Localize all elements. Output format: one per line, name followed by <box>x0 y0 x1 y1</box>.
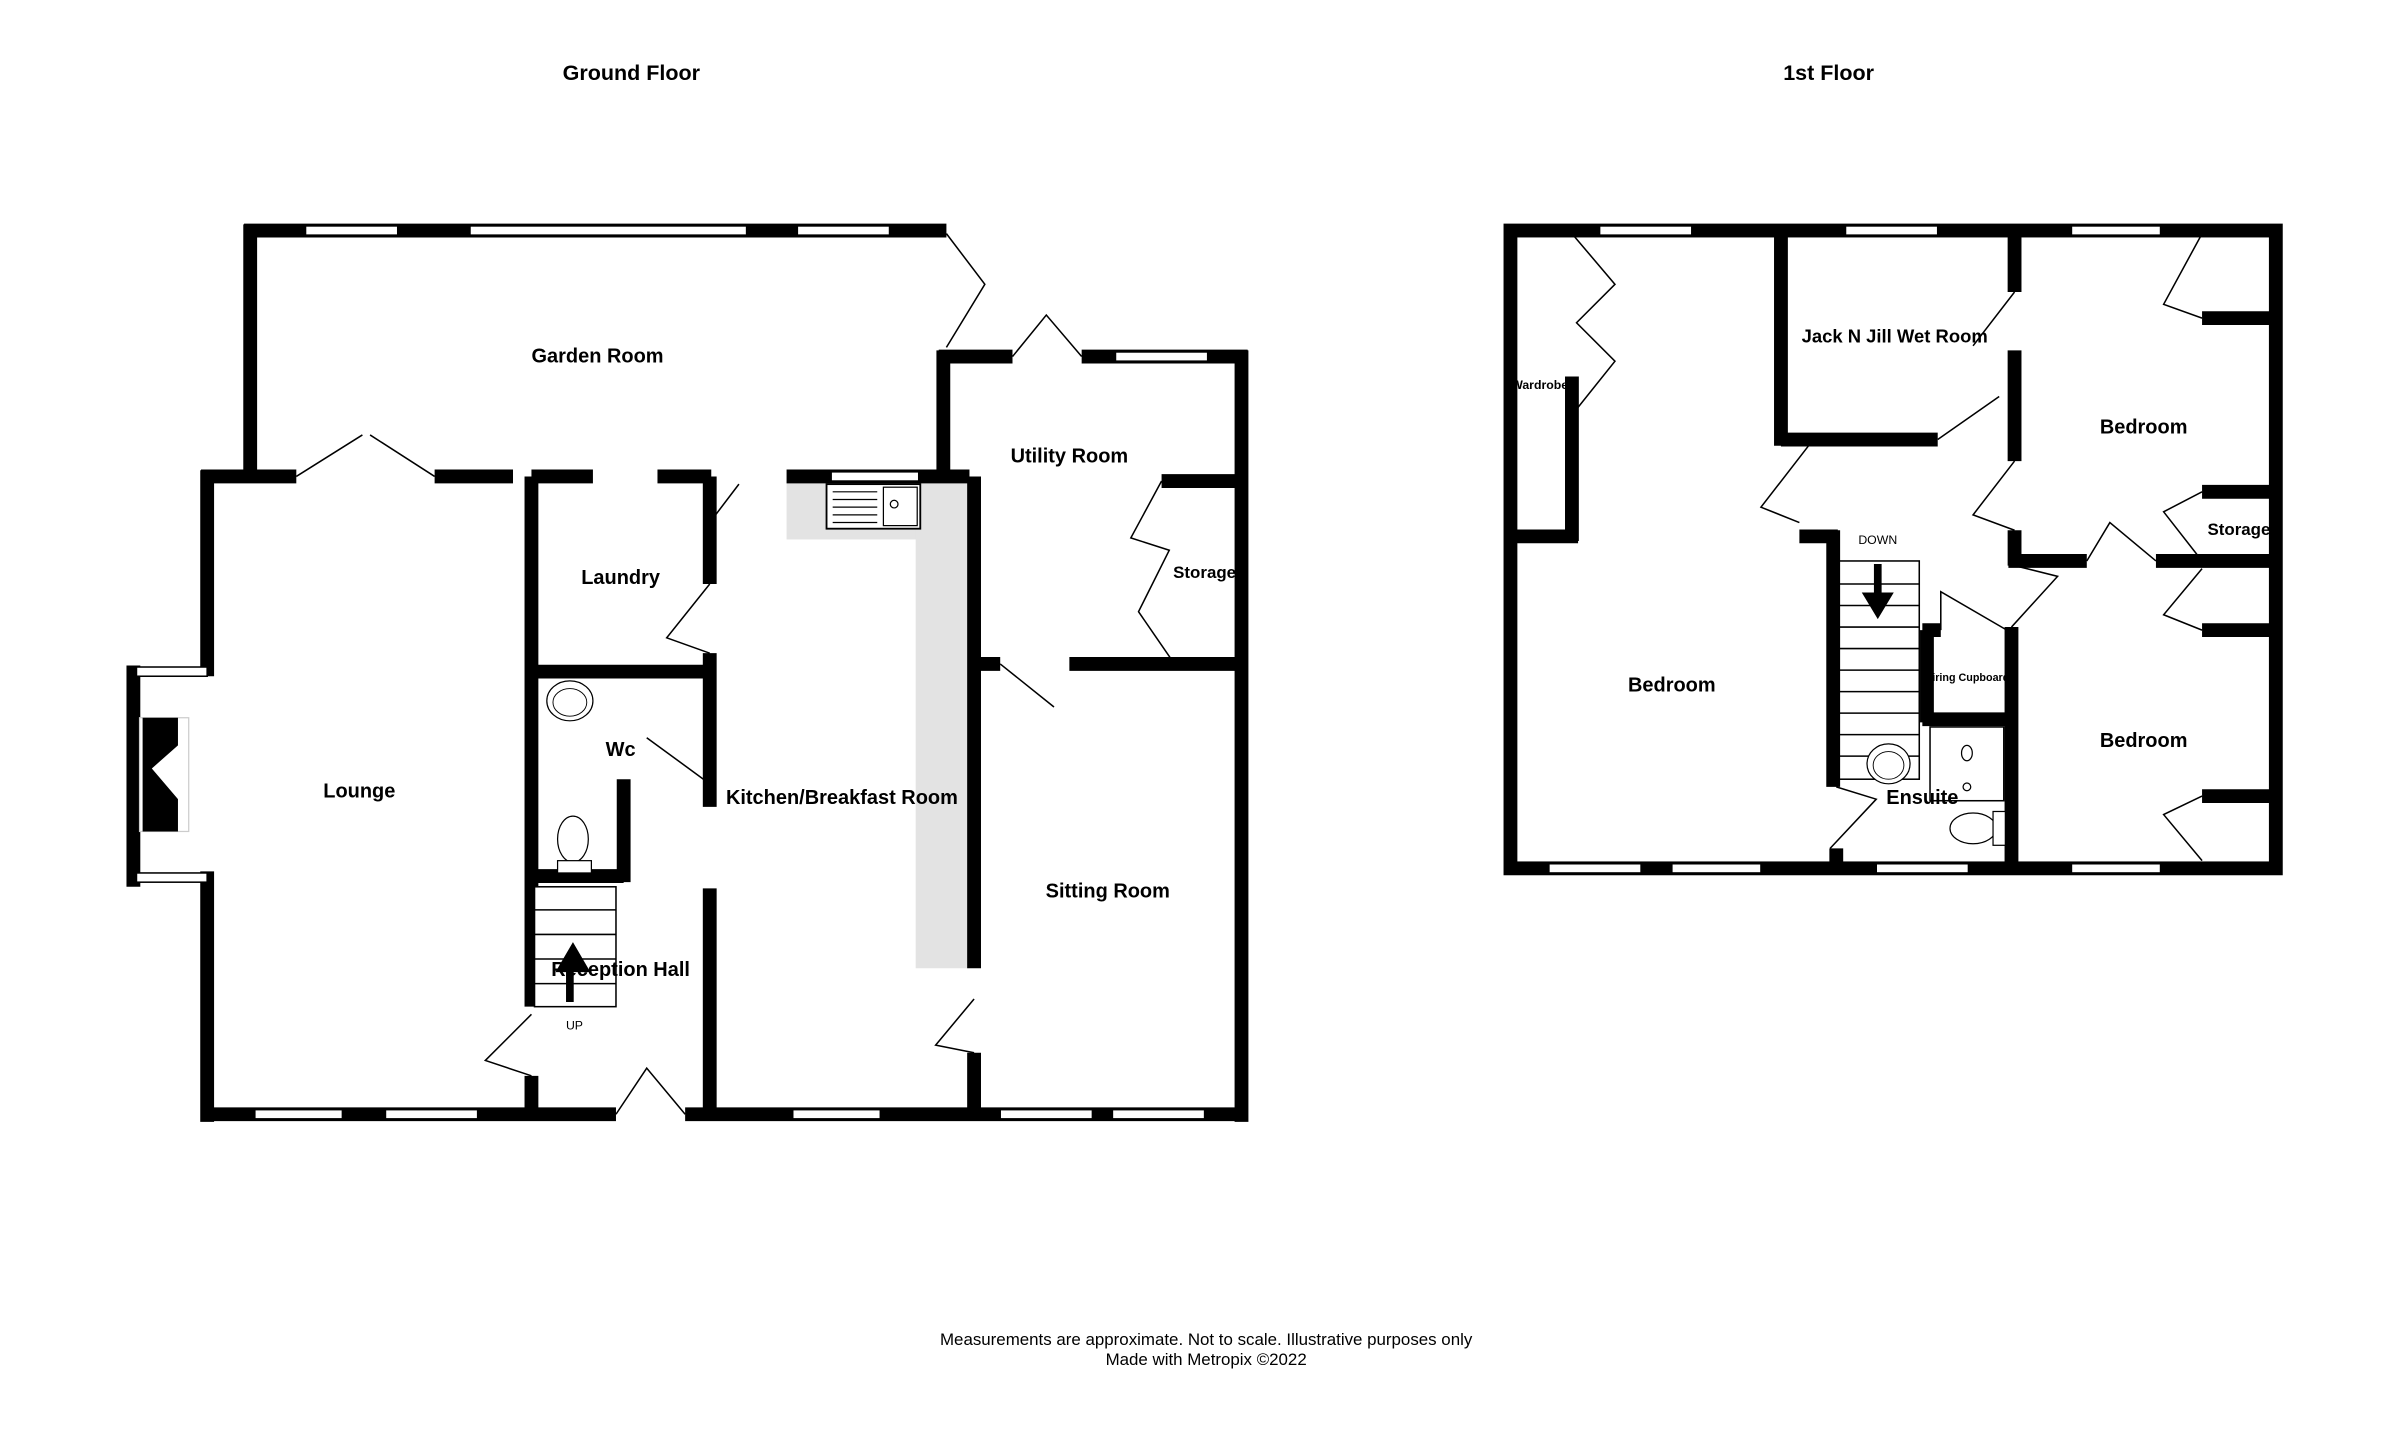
room-label-storage-first: Storage <box>2207 520 2270 539</box>
toilet-icon <box>1949 810 2006 846</box>
toilet-icon <box>556 815 593 874</box>
room-label-bedroom-main: Bedroom <box>1628 675 1716 697</box>
first-floor-title: 1st Floor <box>1783 61 1874 85</box>
room-label-utility-room: Utility Room <box>1011 446 1129 468</box>
room-label-jack-n-jill: Jack N Jill Wet Room <box>1802 326 1988 347</box>
room-label-airing-cupboard: Airing Cupboard <box>1925 672 2010 684</box>
doors <box>295 233 1173 1115</box>
credit-text: Made with Metropix ©2022 <box>1106 1350 1307 1369</box>
shower-icon <box>1929 726 2005 802</box>
kitchen-counter-side <box>915 481 970 969</box>
stairs-up-label: UP <box>566 1019 583 1033</box>
room-label-sitting-room: Sitting Room <box>1046 881 1170 903</box>
kitchen-sink-icon <box>825 483 922 530</box>
room-label-lounge: Lounge <box>323 781 395 803</box>
room-label-wardrobe: Wardrobe <box>1511 378 1568 392</box>
basin-icon <box>546 680 594 722</box>
room-label-storage: Storage <box>1173 563 1236 582</box>
stairs-down-label: DOWN <box>1858 533 1897 547</box>
disclaimer-text: Measurements are approximate. Not to sca… <box>940 1330 1473 1349</box>
basin-icon <box>1866 743 1911 785</box>
walls <box>126 223 1249 1122</box>
room-label-bedroom-right-bottom: Bedroom <box>2100 730 2188 752</box>
room-label-garden-room: Garden Room <box>532 346 664 368</box>
room-label-ensuite: Ensuite <box>1886 787 1958 809</box>
staircase-down <box>1838 560 1921 780</box>
windows <box>135 225 1209 1120</box>
staircase-up <box>533 886 617 1008</box>
doors <box>1571 233 2203 862</box>
ground-floor-plan: Garden Room Utility Room Laundry Storage… <box>126 223 1249 1122</box>
fireplace-icon <box>138 717 190 833</box>
room-label-wc: Wc <box>606 739 636 761</box>
room-label-kitchen: Kitchen/Breakfast Room <box>726 787 958 809</box>
windows <box>1548 225 2162 874</box>
ground-floor-title: Ground Floor <box>563 61 701 85</box>
room-label-reception-hall: Reception Hall <box>551 959 690 981</box>
room-label-laundry: Laundry <box>581 567 660 589</box>
room-label-bedroom-right-top: Bedroom <box>2100 416 2188 438</box>
first-floor-plan: Wardrobe Jack N Jill Wet Room Bedroom DO… <box>1503 223 2283 876</box>
